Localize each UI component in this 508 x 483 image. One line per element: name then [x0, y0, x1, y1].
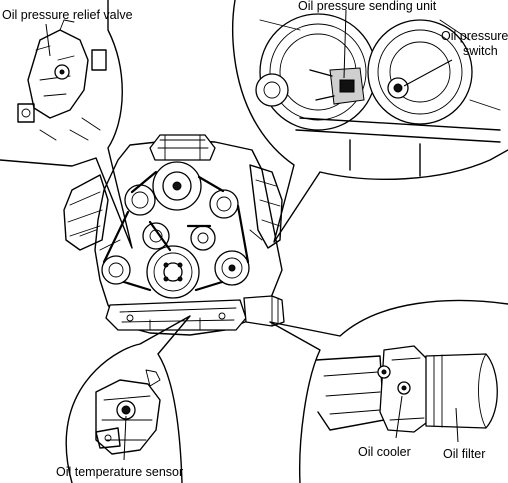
leader-line [455, 407, 459, 443]
label-oil-pressure-switch-line2: switch [463, 44, 498, 58]
detail-callout-bubble [232, 0, 508, 243]
leader-line [343, 9, 347, 79]
detail-callout-bubble [269, 299, 508, 483]
leader-line [123, 415, 127, 461]
engine-drawing [63, 134, 285, 336]
label-oil-temperature-sensor: Oil temperature sensor [56, 465, 183, 479]
label-oil-cooler: Oil cooler [358, 445, 411, 459]
leader-line [403, 59, 453, 87]
label-oil-pressure-switch-line1: Oil pressure [441, 29, 508, 43]
detail-callout-bubble [65, 315, 191, 483]
label-oil-pressure-sending-unit: Oil pressure sending unit [298, 0, 437, 13]
leader-line [45, 23, 51, 57]
label-oil-filter: Oil filter [443, 447, 485, 461]
label-oil-pressure-relief-valve: Oil pressure relief valve [2, 8, 133, 22]
detail-callout-bubble [0, 0, 133, 249]
leader-line [395, 395, 403, 439]
